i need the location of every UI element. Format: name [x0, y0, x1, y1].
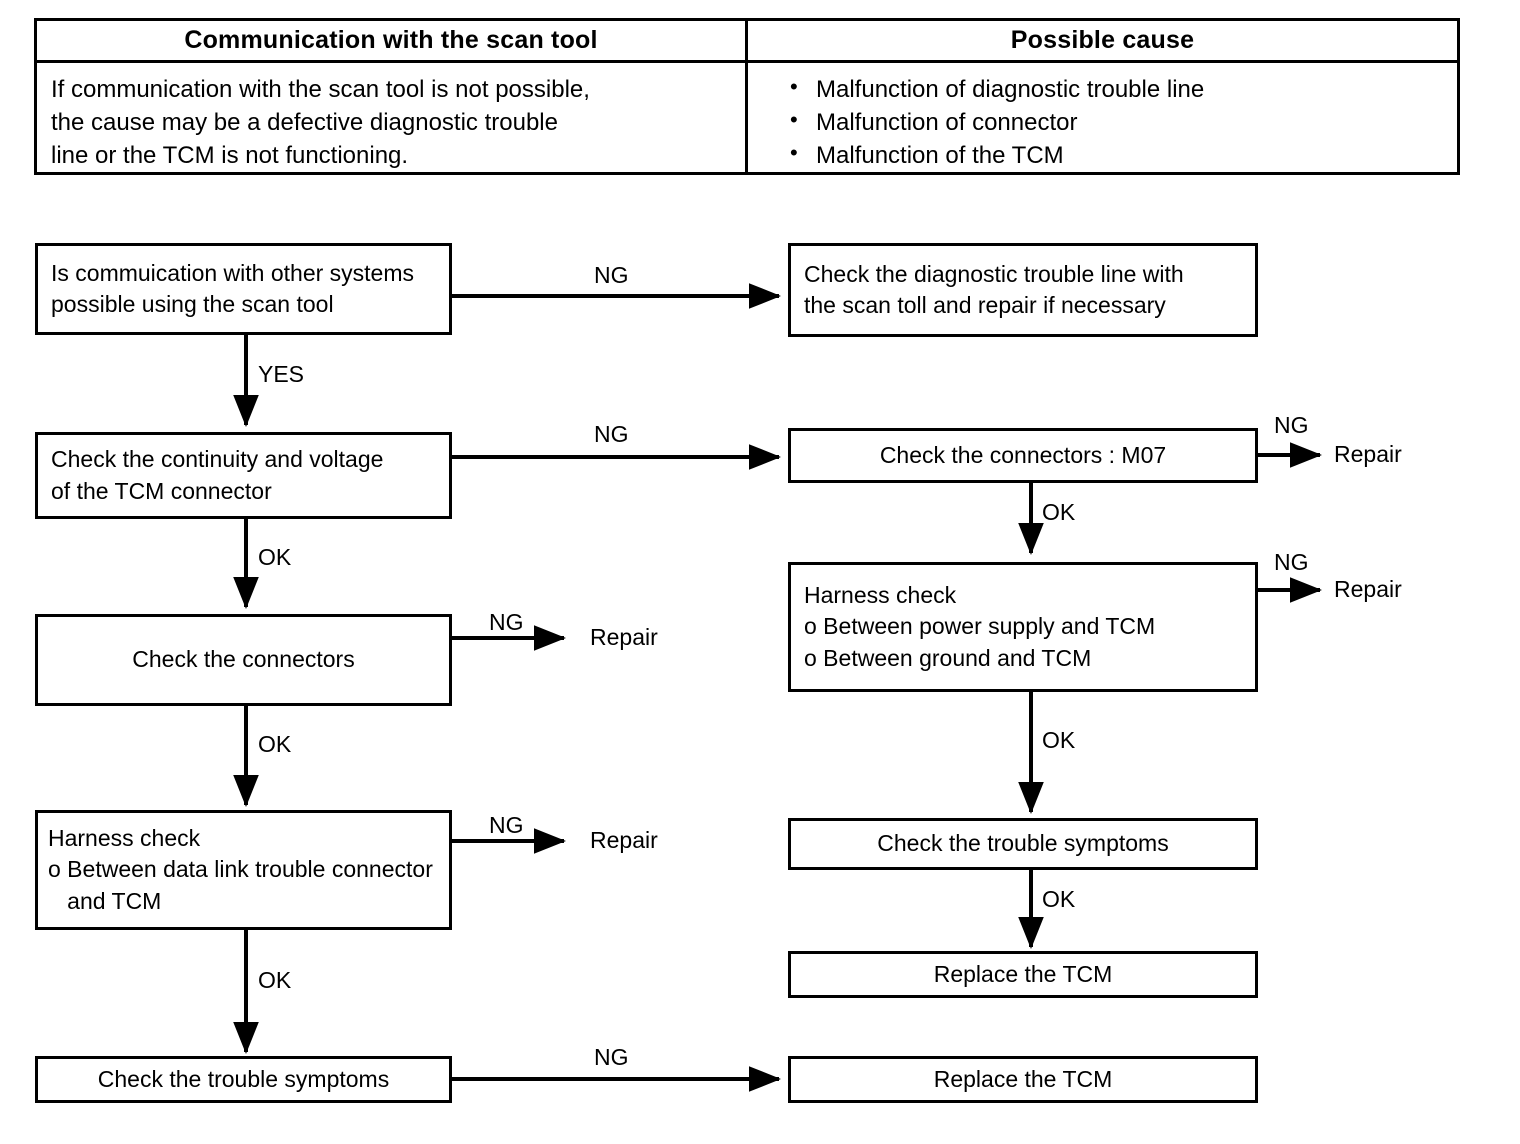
node-text: Replace the TCM: [933, 1065, 1113, 1092]
description-line-3: line or the TCM is not functioning.: [51, 141, 409, 169]
terminal-repair-harness-left: Repair: [590, 827, 658, 853]
edge-label-ng-3: NG: [1274, 412, 1309, 438]
description-line-1: If communication with the scan tool is n…: [51, 75, 590, 103]
node-check-connectors[interactable]: Check the connectors: [35, 614, 452, 706]
edge-label-yes: YES: [258, 361, 305, 387]
cause-list-item: Malfunction of the TCM: [788, 138, 1457, 172]
edge-label-ng-2: NG: [594, 421, 629, 447]
edge-label-ok-4: OK: [1042, 727, 1076, 753]
cause-list-item: Malfunction of diagnostic trouble line: [788, 72, 1457, 106]
terminal-repair-m07: Repair: [1334, 441, 1402, 467]
description-text: If communication with the scan tool is n…: [37, 63, 745, 172]
table-header-communication-label: Communication with the scan tool: [184, 25, 598, 54]
node-check-connectors-m07[interactable]: Check the connectors : M07: [788, 428, 1258, 483]
node-check-trouble-symptoms-left[interactable]: Check the trouble symptoms: [35, 1056, 452, 1103]
node-text: Check the connectors: [132, 646, 355, 673]
edge-label-ok-3: OK: [258, 731, 292, 757]
terminal-repair-connectors: Repair: [590, 624, 658, 650]
description-line-2: the cause may be a defective diagnostic …: [51, 108, 558, 136]
node-text: Check the trouble symptoms: [97, 1065, 390, 1092]
edge-label-ok-5: OK: [258, 967, 292, 993]
node-check-trouble-symptoms-right[interactable]: Check the trouble symptoms: [788, 818, 1258, 870]
edge-label-ok-2: OK: [1042, 499, 1076, 525]
possible-cause-table: Communication with the scan tool Possibl…: [34, 18, 1460, 175]
node-text: Check the trouble symptoms: [877, 830, 1169, 857]
node-replace-tcm-right[interactable]: Replace the TCM: [788, 951, 1258, 998]
terminal-repair-harness-right: Repair: [1334, 576, 1402, 602]
table-header-cell-cause: Possible cause: [748, 21, 1457, 63]
edge-label-ng-5: NG: [1274, 549, 1309, 575]
cause-list: Malfunction of diagnostic trouble line M…: [748, 63, 1457, 172]
edge-label-ok-6: OK: [1042, 886, 1076, 912]
node-text: Check the connectors : M07: [879, 441, 1167, 468]
edge-label-ng-4: NG: [489, 609, 524, 635]
table-cell-causes: Malfunction of diagnostic trouble line M…: [748, 63, 1457, 172]
edge-label-ng-6: NG: [489, 812, 524, 838]
node-text: Replace the TCM: [933, 960, 1113, 987]
table-header-cell-communication: Communication with the scan tool: [37, 21, 748, 63]
node-replace-tcm-bottom[interactable]: Replace the TCM: [788, 1056, 1258, 1103]
table-cell-description: If communication with the scan tool is n…: [37, 62, 748, 172]
table-body-row: If communication with the scan tool is n…: [37, 62, 1457, 172]
cause-list-item: Malfunction of connector: [788, 105, 1457, 139]
edge-label-ok-1: OK: [258, 544, 292, 570]
edge-label-ng-1: NG: [594, 262, 629, 288]
table-header-row: Communication with the scan tool Possibl…: [37, 21, 1457, 63]
edge-label-ng-7: NG: [594, 1044, 629, 1070]
table-header-cause-label: Possible cause: [1010, 25, 1195, 54]
